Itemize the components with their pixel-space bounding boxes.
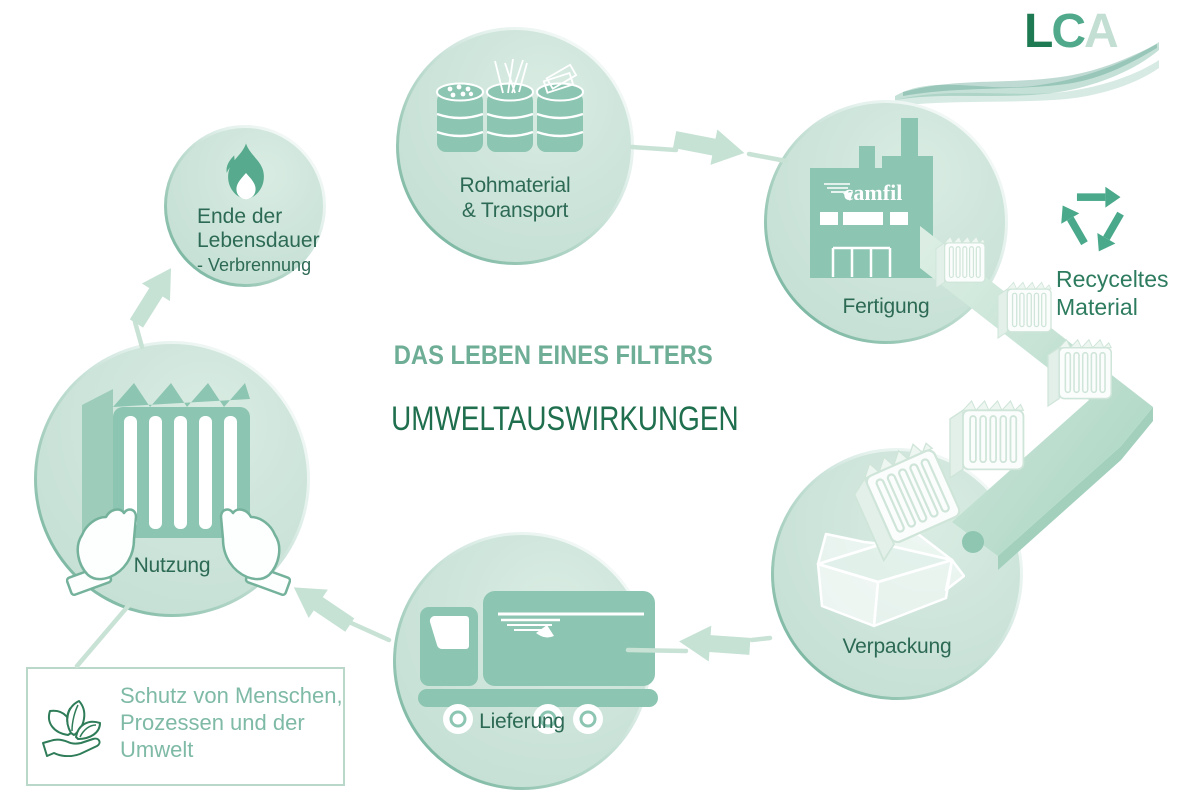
stage-raw-material: Rohmaterial & Transport (396, 27, 634, 265)
factory-doors (831, 246, 892, 277)
barrel-1 (436, 82, 484, 152)
flame-icon (226, 143, 264, 200)
barrels-icon (436, 58, 584, 152)
lca-letter-a: A (1084, 5, 1119, 58)
box-icon (816, 532, 965, 628)
arrow-raw-to-manufacturing (671, 121, 748, 171)
truck-wheels (443, 704, 603, 734)
right-hand (219, 508, 291, 597)
lca-letter-l: L (1024, 5, 1053, 58)
filter-hands-icon (66, 383, 291, 597)
stage-packaging-label: Verpackung (842, 635, 952, 658)
barrel-3 (536, 63, 584, 152)
recycled-material-label: Recyceltes Material (1056, 266, 1169, 320)
arrow-packaging-to-delivery (677, 623, 752, 665)
factory-windows (820, 212, 908, 225)
infographic-subtitle: UMWELTAUSWIRKUNGEN (391, 400, 739, 438)
stage-manufacturing-label: Fertigung (842, 295, 930, 318)
stage-use: Nutzung (34, 341, 310, 617)
truck-swoosh (498, 612, 644, 638)
wave-ribbon-icon (895, 42, 1159, 106)
lca-logo: LCA (1024, 4, 1119, 59)
arrow-use-to-end-of-life (122, 259, 186, 333)
factory-sign: camfil (824, 180, 902, 205)
stage-raw-material-label: Rohmaterial & Transport (459, 174, 571, 222)
truck-icon (418, 591, 658, 734)
protection-note-text: Schutz von Menschen, Prozessen und der U… (120, 683, 343, 762)
stage-delivery: Lieferung (393, 532, 658, 790)
arrow-delivery-to-use (284, 573, 360, 640)
stage-end-of-life: Ende der Lebensdauer - Verbrennung (164, 125, 326, 287)
stage-use-label: Nutzung (133, 554, 211, 577)
factory-sign-text: camfil (844, 180, 903, 205)
left-hand (66, 508, 138, 597)
stage-packaging: Verpackung (771, 448, 1023, 700)
stage-delivery-label: Lieferung (479, 710, 565, 733)
stage-end-of-life-label: Ende der Lebensdauer - Verbrennung (197, 205, 320, 275)
filter-box-3 (1047, 338, 1113, 407)
leaf-hand-icon (42, 700, 101, 757)
lca-letter-c: C (1051, 5, 1086, 58)
protection-note-box: Schutz von Menschen, Prozessen und der U… (26, 667, 345, 786)
recycling-icon (1061, 186, 1124, 252)
stage-manufacturing: camfil Fertigung (764, 100, 1008, 344)
barrel-2 (486, 58, 534, 152)
factory-icon: camfil (810, 118, 933, 278)
filter-slats (124, 416, 237, 529)
infographic-title: DAS LEBEN EINES FILTERS (393, 340, 713, 370)
recycled-material-block: Recyceltes Material (1056, 182, 1176, 321)
